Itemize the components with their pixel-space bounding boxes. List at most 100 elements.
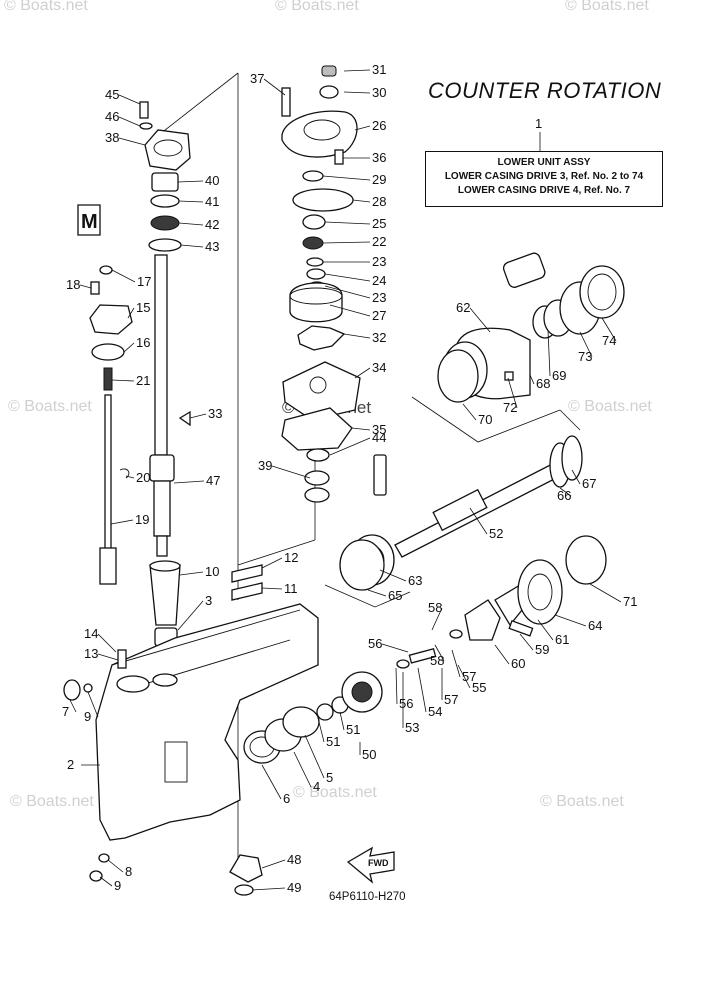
leader-line bbox=[304, 734, 325, 779]
callout-number: 16 bbox=[136, 335, 150, 350]
forward-arrow-icon: FWD bbox=[346, 846, 395, 884]
callout-number: 51 bbox=[346, 722, 360, 737]
leader-line bbox=[417, 667, 427, 713]
callout-number: 73 bbox=[578, 349, 592, 364]
callout-number: 66 bbox=[557, 488, 571, 503]
callout-number: 70 bbox=[478, 412, 492, 427]
callout-numbers: 3130372636292825222324232732343544394546… bbox=[62, 62, 637, 895]
assembly-line-1: LOWER CASING DRIVE 3, Ref. No. 2 to 74 bbox=[444, 171, 644, 182]
callout-number: 9 bbox=[114, 878, 121, 893]
leader-line bbox=[329, 304, 371, 317]
callout-number: 45 bbox=[105, 87, 119, 102]
callout-number: 30 bbox=[372, 85, 386, 100]
leader-line bbox=[457, 664, 471, 689]
leader-line bbox=[178, 222, 204, 226]
callout-number: 60 bbox=[511, 656, 525, 671]
callout-number: 58 bbox=[428, 600, 442, 615]
watermark-text: © Boats.net bbox=[275, 0, 359, 14]
svg-text:M: M bbox=[81, 211, 98, 233]
assembly-info-box: LOWER UNIT ASSY LOWER CASING DRIVE 3, Re… bbox=[425, 151, 663, 207]
callout-number: 72 bbox=[503, 400, 517, 415]
callout-number: 53 bbox=[405, 720, 419, 735]
drive-shaft bbox=[149, 254, 175, 557]
callout-number: 44 bbox=[372, 430, 386, 445]
callout-number: 13 bbox=[84, 646, 98, 661]
leader-line bbox=[324, 273, 371, 282]
leader-line bbox=[529, 374, 535, 385]
leader-line bbox=[381, 643, 409, 653]
leader-line bbox=[317, 717, 325, 743]
callout-number: 50 bbox=[362, 747, 376, 762]
leader-line bbox=[261, 764, 282, 800]
leader-line bbox=[97, 633, 117, 653]
callout-number: 37 bbox=[250, 71, 264, 86]
callout-number: 51 bbox=[326, 734, 340, 749]
callout-number: 35 bbox=[372, 422, 386, 437]
leader-line bbox=[554, 614, 587, 627]
callout-number: 49 bbox=[287, 880, 301, 895]
watermark-text: © Boats.net bbox=[293, 784, 377, 801]
leader-line bbox=[324, 221, 371, 225]
propeller-shaft bbox=[394, 435, 583, 558]
leader-line bbox=[177, 600, 204, 631]
callout-number: 55 bbox=[472, 680, 486, 695]
leader-line bbox=[367, 589, 387, 597]
leader-line bbox=[434, 644, 445, 662]
callout-number: 5 bbox=[326, 770, 333, 785]
leader-line bbox=[379, 569, 407, 582]
callout-number: 47 bbox=[206, 473, 220, 488]
watermark-text: © Boats.net bbox=[565, 0, 649, 14]
callout-number: 20 bbox=[136, 470, 150, 485]
watermark-text: © Boats.net bbox=[8, 398, 92, 415]
callout-number: 61 bbox=[555, 632, 569, 647]
water-pump-assembly bbox=[281, 65, 387, 503]
leader-line bbox=[322, 175, 371, 181]
assembly-heading: LOWER UNIT ASSY bbox=[497, 157, 591, 168]
leader-line bbox=[537, 619, 554, 641]
callout-number: 29 bbox=[372, 172, 386, 187]
leader-line bbox=[79, 284, 92, 289]
leader-line bbox=[118, 94, 141, 105]
leader-line bbox=[263, 78, 286, 96]
leader-line bbox=[99, 876, 113, 887]
callout-number: 59 bbox=[535, 642, 549, 657]
callout-number: 28 bbox=[372, 194, 386, 209]
leader-line bbox=[329, 437, 371, 456]
leader-line bbox=[261, 587, 283, 590]
leader-line bbox=[343, 333, 371, 339]
diagram-title: COUNTER ROTATION bbox=[428, 78, 662, 103]
leader-line bbox=[547, 329, 551, 377]
callout-number: 15 bbox=[136, 300, 150, 315]
callout-number: 23 bbox=[372, 290, 386, 305]
callout-number: 74 bbox=[602, 333, 616, 348]
leader-line bbox=[579, 331, 593, 358]
callout-number: 36 bbox=[372, 150, 386, 165]
leader-line bbox=[322, 241, 371, 244]
callout-number: 2 bbox=[67, 757, 74, 772]
leader-line bbox=[351, 427, 371, 431]
leader-line bbox=[469, 507, 488, 535]
assembly-line-2: LOWER CASING DRIVE 4, Ref. No. 7 bbox=[457, 185, 631, 196]
watermark-text: © Boats.net bbox=[568, 398, 652, 415]
leader-line bbox=[271, 465, 311, 479]
callout-number: 58 bbox=[430, 653, 444, 668]
leader-line bbox=[354, 125, 371, 131]
callout-number: 4 bbox=[313, 779, 320, 794]
callout-number: 10 bbox=[205, 564, 219, 579]
assembly-ref-number: 1 bbox=[535, 116, 542, 131]
leader-line bbox=[589, 583, 622, 603]
leader-line bbox=[177, 180, 204, 183]
leader-line bbox=[179, 571, 204, 576]
leader-line bbox=[343, 91, 371, 94]
callout-number: 19 bbox=[135, 512, 149, 527]
upper-left-parts: M bbox=[77, 101, 191, 585]
callout-number: 71 bbox=[623, 594, 637, 609]
callout-number: 64 bbox=[588, 618, 602, 633]
callout-number: 69 bbox=[552, 368, 566, 383]
leader-line bbox=[601, 317, 617, 342]
callout-number: 22 bbox=[372, 234, 386, 249]
callout-number: 48 bbox=[287, 852, 301, 867]
callout-number: 27 bbox=[372, 308, 386, 323]
callout-number: 39 bbox=[258, 458, 272, 473]
callout-number: 33 bbox=[208, 406, 222, 421]
